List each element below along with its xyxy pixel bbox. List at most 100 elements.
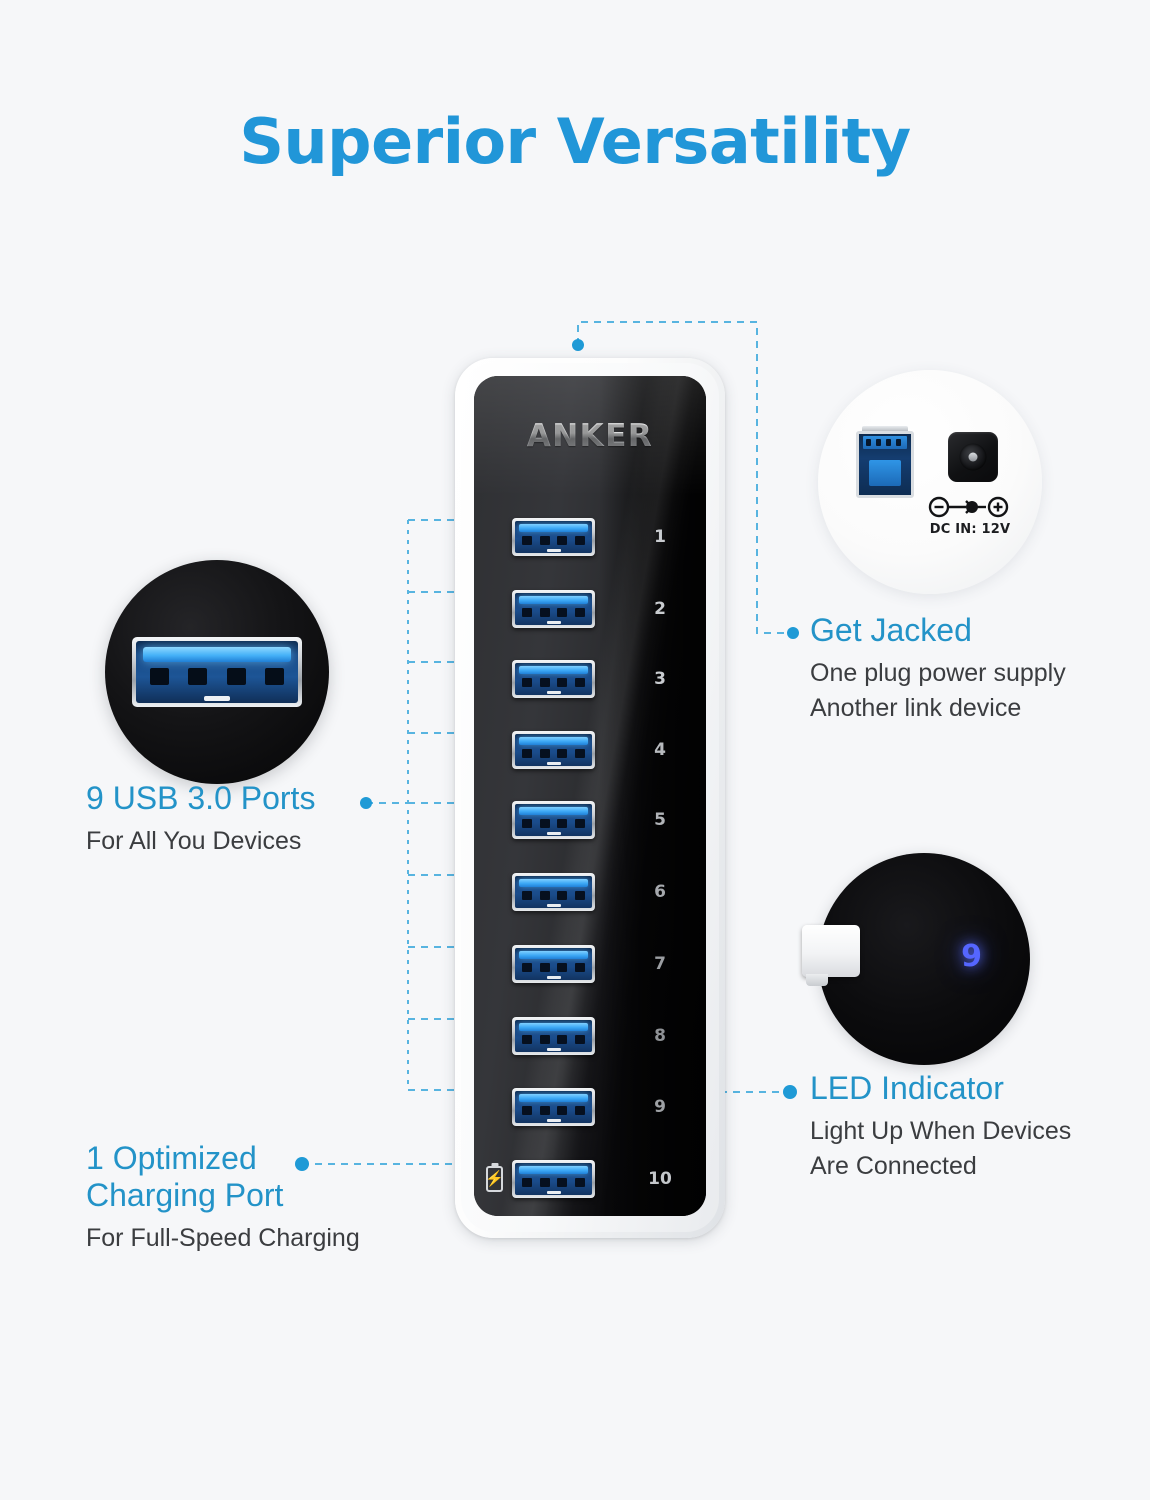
port-number-6: 6 (654, 882, 666, 902)
callout-get-jacked: Get Jacked One plug power supply Another… (810, 612, 1066, 724)
port-number-5: 5 (654, 810, 666, 830)
charging-bolt-glyph: ⚡ (485, 1170, 504, 1188)
port-row: 2 (474, 590, 706, 632)
usb-port-2[interactable] (512, 590, 595, 628)
usb-port-1[interactable] (512, 518, 595, 556)
usb-tongue (519, 1023, 588, 1031)
callout-get-jacked-subtitle-line2: Another link device (810, 693, 1022, 722)
usb-b-body (856, 431, 914, 498)
usb-pins (522, 749, 585, 758)
usb-pins (522, 1035, 585, 1044)
usb-port-7[interactable] (512, 945, 595, 983)
port-row: 8 (474, 1017, 706, 1059)
usb-cavity (515, 521, 592, 553)
usb-port-5[interactable] (512, 801, 595, 839)
usb-notch (546, 1119, 561, 1122)
callout-usb-ports-title: 9 USB 3.0 Ports (86, 780, 316, 816)
usb-cavity (515, 948, 592, 980)
usb-cavity (515, 1091, 592, 1123)
callout-led-indicator-subtitle-line2: Are Connected (810, 1151, 977, 1180)
port-row: 1 (474, 518, 706, 560)
callout-led-indicator-title: LED Indicator (810, 1070, 1004, 1106)
magnified-usb-notch (204, 696, 230, 701)
port-row: ⚡ 10 (474, 1160, 706, 1202)
magnified-usb-pins (150, 668, 284, 685)
led-indicator-inset: 9 (802, 853, 1030, 1065)
usb-pins (522, 891, 585, 900)
charging-battery-icon: ⚡ (485, 1166, 504, 1192)
usb-pins (522, 963, 585, 972)
port-row: 9 (474, 1088, 706, 1130)
callout-charging-port: 1 Optimized Charging Port For Full-Speed… (86, 1140, 360, 1255)
usb-tongue (519, 1166, 588, 1174)
usb-tongue (519, 737, 588, 745)
usb-notch (546, 691, 561, 694)
usb-notch (546, 1048, 561, 1051)
port-number-10: 10 (648, 1169, 672, 1189)
usb-notch (546, 832, 561, 835)
usb-port-8[interactable] (512, 1017, 595, 1055)
usb-hub-device: ANKER 1 (455, 358, 725, 1238)
usb-port-3[interactable] (512, 660, 595, 698)
usb-tongue (519, 524, 588, 532)
dc-input-label: DC IN: 12V (929, 522, 1011, 537)
dc-jack-center-pin (968, 452, 978, 462)
usb-notch (546, 1191, 561, 1194)
usb-port-6[interactable] (512, 873, 595, 911)
port-number-7: 7 (654, 954, 666, 974)
callout-led-indicator-subtitle-line1: Light Up When Devices (810, 1117, 1072, 1146)
usb-port-9[interactable] (512, 1088, 595, 1126)
usb-cavity (515, 663, 592, 695)
usb-pins (522, 819, 585, 828)
usb-cavity (515, 593, 592, 625)
usb-b-contact-strip (863, 436, 907, 449)
usb-b-blue-block (869, 460, 901, 486)
panel-gloss-highlight (474, 376, 706, 1216)
port-row: 6 (474, 873, 706, 915)
callout-charging-port-title-line1: 1 Optimized (86, 1140, 257, 1176)
usb-port-closeup-inset (105, 560, 329, 784)
port-row: 3 (474, 660, 706, 702)
port-number-8: 8 (654, 1026, 666, 1046)
usb-port-4[interactable] (512, 731, 595, 769)
usb-port-10-charging[interactable] (512, 1160, 595, 1198)
callout-get-jacked-subtitle-line1: One plug power supply (810, 659, 1066, 688)
usb-notch (546, 621, 561, 624)
callout-led-indicator: LED Indicator Light Up When Devices Are … (810, 1070, 1071, 1182)
usb-notch (546, 904, 561, 907)
dc-power-jack (948, 432, 998, 482)
page-title: Superior Versatility (239, 105, 911, 178)
power-and-uplink-inset: DC IN: 12V (818, 370, 1042, 594)
port-number-3: 3 (654, 669, 666, 689)
hub-front-panel: ANKER 1 (474, 376, 706, 1216)
usb-tongue (519, 1094, 588, 1102)
usb-tongue (519, 807, 588, 815)
usb-cavity (515, 1163, 592, 1195)
panel-dark-gradient (599, 376, 706, 1216)
usb-notch (546, 762, 561, 765)
usb-tongue (519, 951, 588, 959)
magnified-usb-cavity (136, 641, 298, 703)
port-row: 7 (474, 945, 706, 987)
panel-top-sheen (474, 376, 706, 496)
usb-b-shroud (862, 426, 908, 433)
usb-tongue (519, 596, 588, 604)
usb-cavity (515, 1020, 592, 1052)
usb-pins (522, 678, 585, 687)
white-usb-plug (802, 925, 860, 986)
usb-cavity (515, 876, 592, 908)
usb-cavity (515, 734, 592, 766)
usb-type-b-port (856, 426, 914, 498)
port-row: 5 (474, 801, 706, 843)
callout-usb-ports: 9 USB 3.0 Ports For All You Devices (86, 780, 315, 858)
callout-usb-ports-subtitle: For All You Devices (86, 827, 302, 856)
magnified-usb-tongue (143, 647, 291, 662)
usb-tongue (519, 666, 588, 674)
port-row: 4 (474, 731, 706, 773)
usb-pins (522, 1178, 585, 1187)
port-number-2: 2 (654, 599, 666, 619)
dc-polarity-symbol (928, 496, 1009, 518)
usb-pins (522, 536, 585, 545)
usb-pins (522, 608, 585, 617)
